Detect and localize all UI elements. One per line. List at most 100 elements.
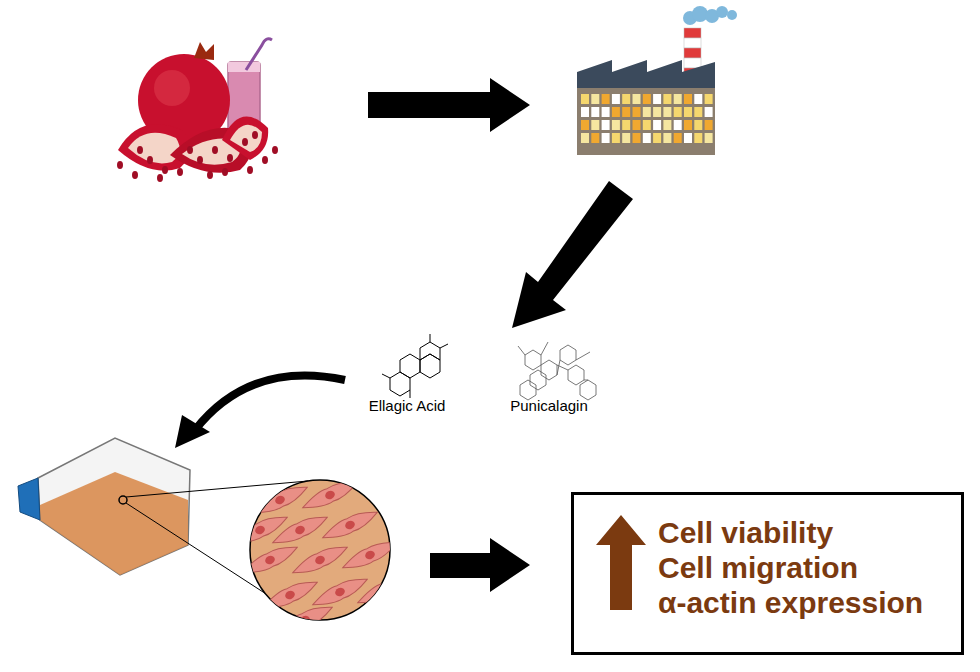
pomegranate-illustration [117, 39, 278, 182]
cell [340, 536, 401, 575]
flow-arrow [368, 78, 530, 132]
cell [260, 576, 321, 615]
factory-window [622, 94, 630, 104]
factory-window [602, 120, 610, 130]
compound-label: Punicalagin [510, 397, 588, 414]
chimney-band [684, 48, 701, 58]
punicalagin-structure [518, 342, 596, 400]
result-item: Cell viability [658, 515, 923, 550]
factory-window [633, 133, 641, 143]
seed [247, 166, 253, 174]
factory-window [674, 107, 682, 117]
factory-window [694, 120, 702, 130]
factory-window [663, 107, 671, 117]
factory-window [602, 107, 610, 117]
factory-window [581, 94, 589, 104]
factory-window [602, 133, 610, 143]
cell [290, 541, 351, 580]
factory-window [705, 120, 713, 130]
factory-window [643, 94, 651, 104]
cell [230, 511, 291, 550]
seed [137, 146, 143, 154]
factory-illustration [577, 6, 737, 155]
cell [300, 476, 361, 515]
factory-window [684, 133, 692, 143]
factory-window [581, 107, 589, 117]
factory-window [581, 133, 589, 143]
chimney-band [684, 28, 701, 38]
seed [197, 156, 203, 164]
result-box: Cell viabilityCell migrationα-actin expr… [571, 492, 964, 655]
compound-label: Ellagic Acid [369, 397, 446, 414]
factory-window [684, 120, 692, 130]
result-item: α-actin expression [658, 585, 923, 620]
factory-window [622, 133, 630, 143]
cell [250, 481, 311, 520]
seed [132, 171, 138, 179]
chimney-band [684, 58, 701, 68]
factory-window [612, 107, 620, 117]
factory-window [622, 107, 630, 117]
factory-window [581, 120, 589, 130]
factory-window [591, 120, 599, 130]
seed [252, 131, 258, 139]
factory-window [633, 120, 641, 130]
factory-window [663, 120, 671, 130]
seed [207, 171, 213, 179]
seed [222, 168, 228, 176]
factory-window [694, 107, 702, 117]
factory-window [705, 107, 713, 117]
factory-window [684, 107, 692, 117]
factory-window [602, 94, 610, 104]
seed [157, 174, 163, 182]
factory-window [653, 107, 661, 117]
factory-window [612, 133, 620, 143]
factory-window [653, 120, 661, 130]
factory-window [633, 94, 641, 104]
cell [310, 573, 371, 612]
arrow-head [175, 415, 210, 448]
seed [242, 138, 248, 146]
factory-window [663, 133, 671, 143]
factory-window [622, 120, 630, 130]
result-list: Cell viabilityCell migrationα-actin expr… [658, 515, 923, 620]
factory-window [653, 133, 661, 143]
flow-arrow [195, 376, 345, 430]
factory-window [591, 133, 599, 143]
result-item: Cell migration [658, 550, 923, 585]
cell [270, 511, 331, 550]
factory-window [643, 107, 651, 117]
factory-window [643, 120, 651, 130]
cell [240, 541, 301, 580]
increase-arrow [596, 515, 646, 610]
factory-window [684, 94, 692, 104]
factory-window [694, 94, 702, 104]
seed [162, 166, 168, 174]
factory-window [612, 120, 620, 130]
seed [212, 146, 218, 154]
factory-window [674, 120, 682, 130]
factory-window [694, 133, 702, 143]
factory-window [633, 107, 641, 117]
flow-arrow [512, 181, 633, 328]
seed [177, 168, 183, 176]
seed [117, 161, 123, 169]
factory-window [612, 94, 620, 104]
chimney-band [684, 38, 701, 48]
cell [320, 506, 381, 545]
seed [272, 146, 278, 154]
magnified-cells [230, 476, 416, 640]
factory-window [653, 94, 661, 104]
flow-arrow [430, 538, 530, 592]
factory-window [674, 94, 682, 104]
factory-window [643, 133, 651, 143]
factory-window [705, 133, 713, 143]
factory-window [705, 94, 713, 104]
factory-window [663, 94, 671, 104]
seed [227, 154, 233, 162]
factory-window [591, 94, 599, 104]
cell [355, 571, 416, 610]
factory-window [674, 133, 682, 143]
cell [275, 601, 336, 640]
factory-window [591, 107, 599, 117]
